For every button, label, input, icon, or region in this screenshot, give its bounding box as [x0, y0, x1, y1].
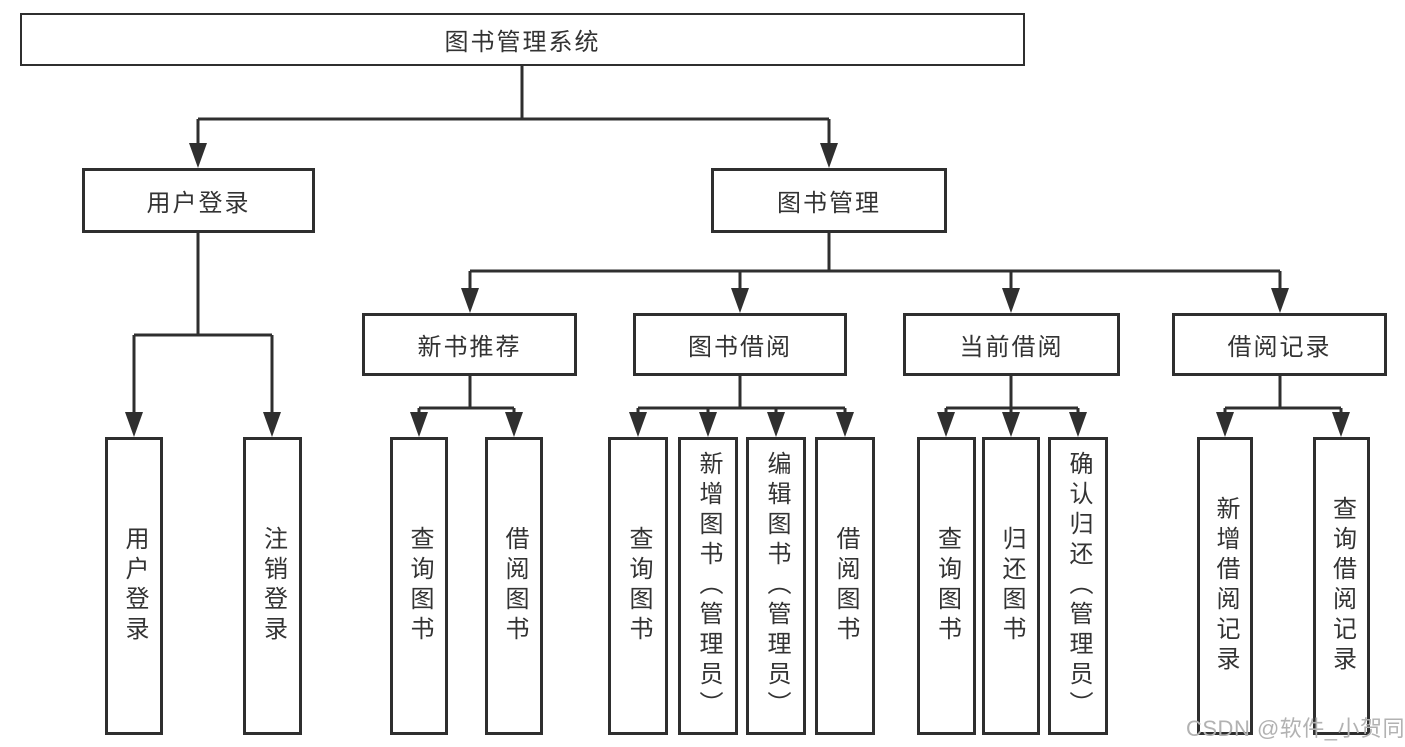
node-book-borrowing: 图书借阅: [633, 313, 847, 376]
arrowhead-icon: [767, 412, 785, 437]
node-add-book-admin: 新增图书（管理员）: [678, 437, 738, 735]
node-return-books: 归还图书: [982, 437, 1040, 735]
node-label: 新增图书（管理员）: [695, 451, 722, 721]
arrowhead-icon: [263, 412, 281, 437]
connector-user-login-children: [125, 233, 281, 437]
arrowhead-icon: [410, 412, 428, 437]
node-label: 查询图书: [406, 526, 433, 646]
arrowhead-icon: [1002, 288, 1020, 313]
arrowhead-icon: [1216, 412, 1234, 437]
connector-book-management-children: [461, 233, 1289, 313]
node-label: 用户登录: [146, 190, 251, 217]
arrowhead-icon: [820, 143, 838, 168]
node-borrowing-records: 借阅记录: [1172, 313, 1387, 376]
connector-root-to-level2: [189, 66, 838, 168]
node-query-books-borrowing: 查询图书: [608, 437, 668, 735]
node-label: 图书借阅: [688, 334, 792, 361]
node-current-borrowing: 当前借阅: [903, 313, 1120, 376]
node-label: 编辑图书（管理员）: [763, 451, 790, 721]
arrowhead-icon: [1332, 412, 1350, 437]
node-user-login-leaf: 用户登录: [105, 437, 163, 735]
node-label: 注销登录: [259, 526, 287, 646]
node-query-borrow-record: 查询借阅记录: [1313, 437, 1370, 735]
node-label: 归还图书: [998, 526, 1025, 646]
node-label: 借阅图书: [501, 526, 528, 646]
node-label: 查询图书: [625, 526, 652, 646]
arrowhead-icon: [937, 412, 955, 437]
arrowhead-icon: [1069, 412, 1087, 437]
arrowhead-icon: [699, 412, 717, 437]
arrowhead-icon: [505, 412, 523, 437]
node-label: 图书管理系统: [444, 29, 601, 56]
node-library-management-system: 图书管理系统: [20, 13, 1025, 66]
arrowhead-icon: [1002, 412, 1020, 437]
node-edit-book-admin: 编辑图书（管理员）: [746, 437, 806, 735]
connector-current-borrowing-children: [937, 376, 1087, 437]
node-label: 查询借阅记录: [1328, 496, 1356, 676]
node-user-login: 用户登录: [82, 168, 315, 233]
node-label: 当前借阅: [959, 334, 1064, 361]
connector-records-children: [1216, 376, 1350, 437]
node-label: 查询图书: [933, 526, 961, 646]
node-confirm-return-admin: 确认归还（管理员）: [1048, 437, 1108, 735]
csdn-watermark: CSDN @软件_小贺同学: [1186, 716, 1405, 741]
arrowhead-icon: [189, 143, 207, 168]
node-label: 图书管理: [777, 190, 881, 217]
arrowhead-icon: [731, 288, 749, 313]
arrowhead-icon: [629, 412, 647, 437]
node-query-books-current: 查询图书: [917, 437, 976, 735]
node-borrow-books-borrowing: 借阅图书: [815, 437, 875, 735]
node-label: 借阅记录: [1227, 334, 1332, 361]
node-add-borrow-record: 新增借阅记录: [1197, 437, 1253, 735]
arrowhead-icon: [1271, 288, 1289, 313]
node-new-book-recommendation: 新书推荐: [362, 313, 577, 376]
arrowhead-icon: [836, 412, 854, 437]
connector-recommendation-children: [410, 376, 523, 437]
node-label: 借阅图书: [832, 526, 859, 646]
arrowhead-icon: [461, 288, 479, 313]
node-logout: 注销登录: [243, 437, 302, 735]
node-borrow-books-recommend: 借阅图书: [485, 437, 543, 735]
node-label: 确认归还（管理员）: [1065, 451, 1092, 721]
arrowhead-icon: [125, 412, 143, 437]
node-label: 新书推荐: [417, 334, 522, 361]
connector-borrowing-children: [629, 376, 854, 437]
node-book-management: 图书管理: [711, 168, 947, 233]
node-label: 新增借阅记录: [1212, 496, 1239, 676]
node-query-books-recommend: 查询图书: [390, 437, 448, 735]
node-label: 用户登录: [121, 526, 148, 646]
